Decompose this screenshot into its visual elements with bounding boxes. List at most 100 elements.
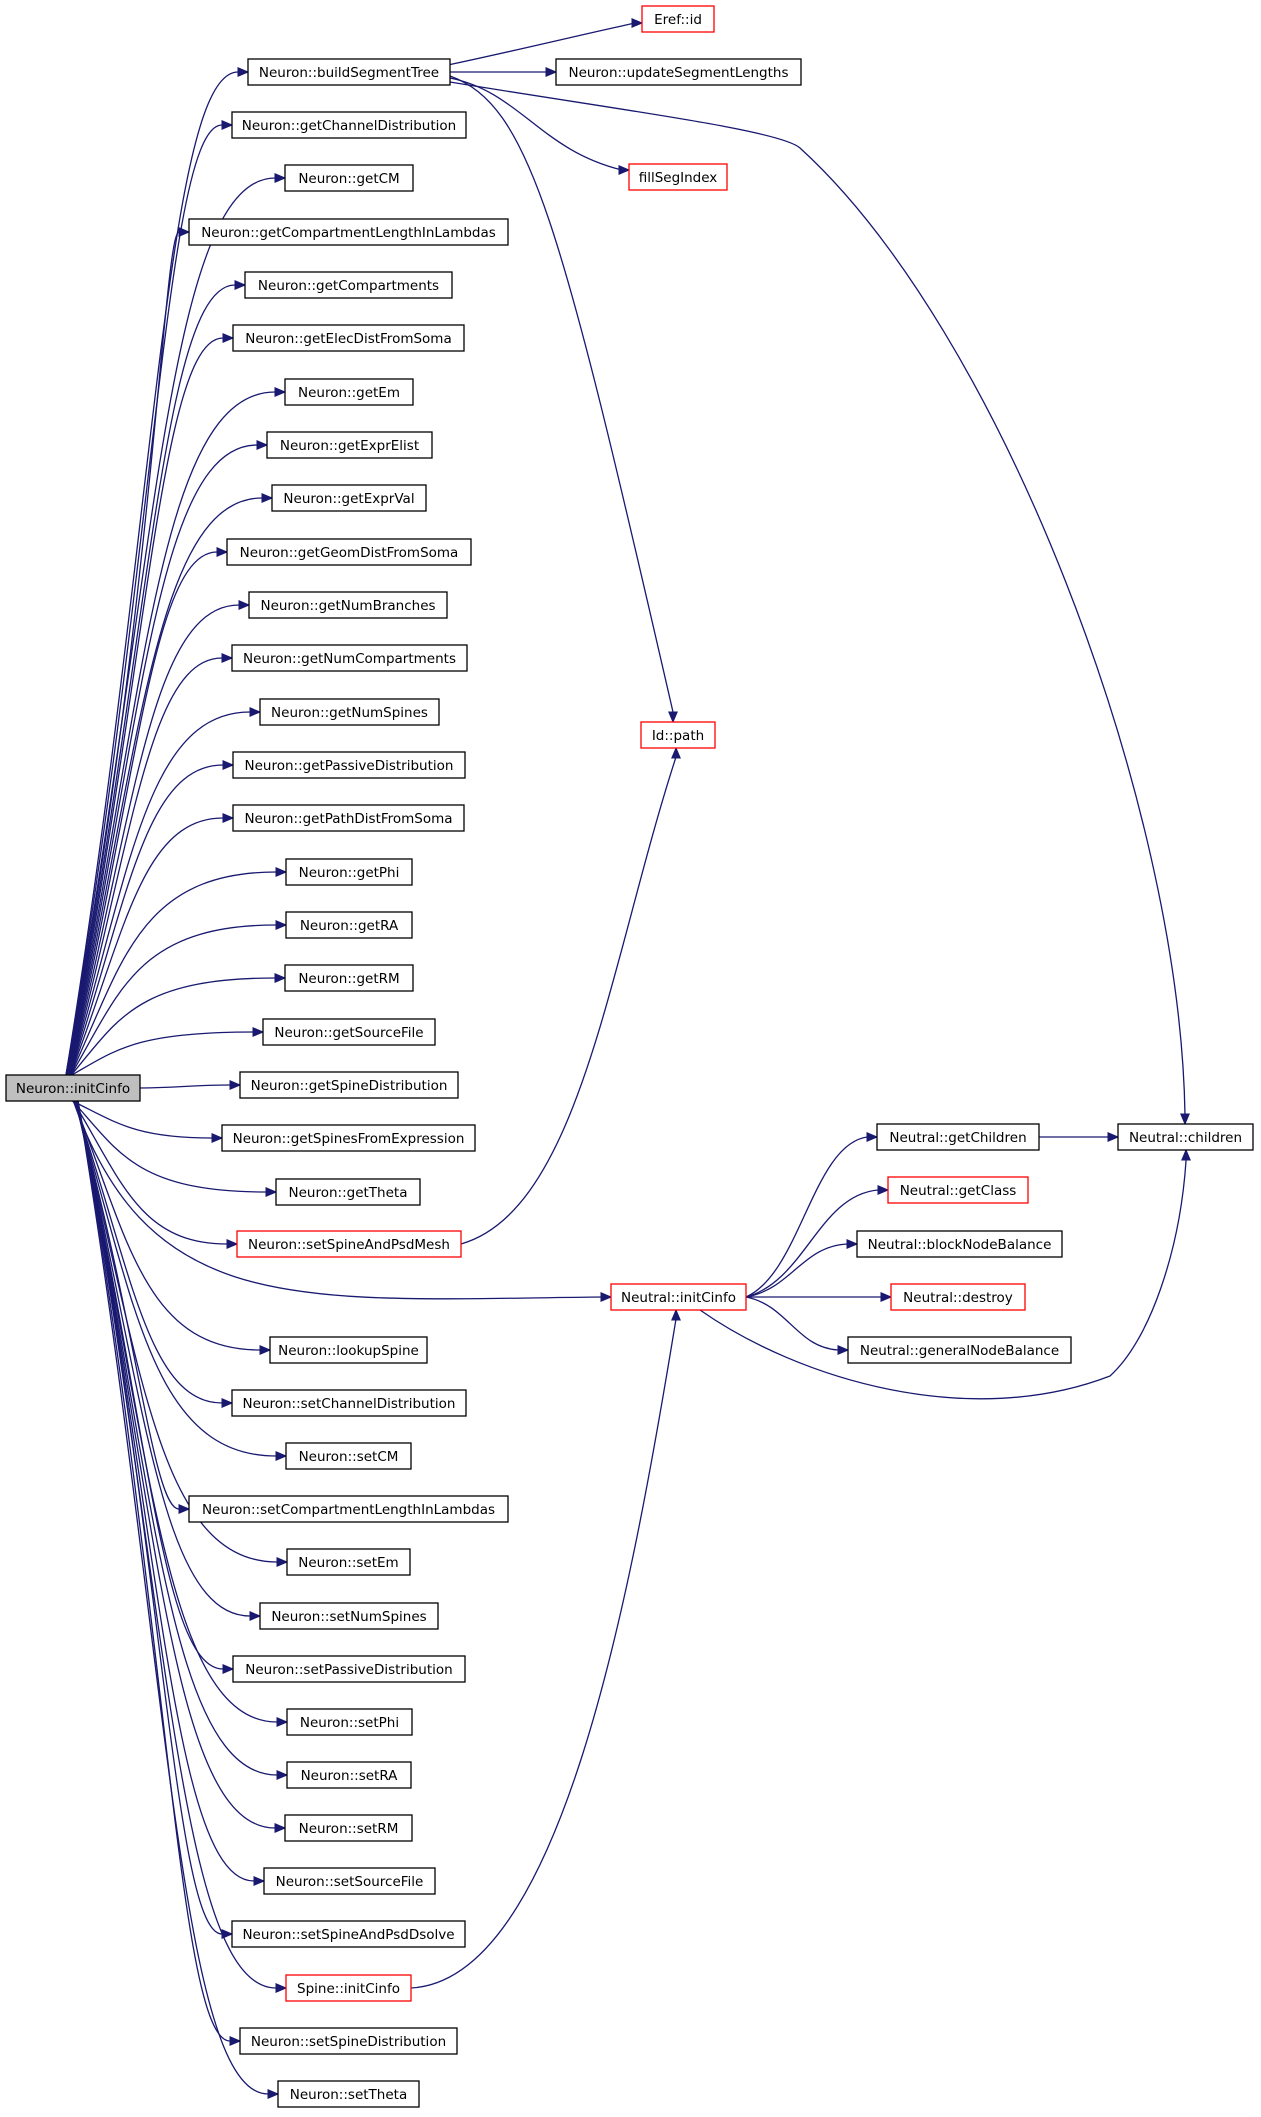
arrowhead	[600, 1292, 613, 1302]
node-setCM[interactable]: Neuron::setCM	[285, 1442, 412, 1470]
edge-initCinfo-to-getSpineDistribution	[139, 1080, 242, 1090]
node-getNumSpines[interactable]: Neuron::getNumSpines	[259, 698, 440, 726]
node-getChildren[interactable]: Neutral::getChildren	[876, 1123, 1040, 1151]
node-getClass[interactable]: Neutral::getClass	[887, 1176, 1029, 1204]
edge-line	[72, 1100, 276, 1193]
node-label: Neuron::initCinfo	[16, 1081, 130, 1097]
arrowhead	[222, 760, 235, 770]
node-fillSegIndex[interactable]: fillSegIndex	[628, 163, 728, 191]
node-setCompartmentLengthInLambdas[interactable]: Neuron::setCompartmentLengthInLambdas	[188, 1495, 509, 1523]
arrowhead	[222, 333, 235, 343]
node-setSpineAndPsdDsolve[interactable]: Neuron::setSpineAndPsdDsolve	[231, 1920, 466, 1948]
edge-line	[745, 1243, 857, 1298]
node-setChannelDistribution[interactable]: Neuron::setChannelDistribution	[231, 1389, 467, 1417]
node-box	[887, 1176, 1029, 1204]
node-getNumBranches[interactable]: Neuron::getNumBranches	[248, 591, 448, 619]
edge-line	[67, 444, 267, 1076]
edge-line	[410, 1310, 677, 1989]
node-label: Neuron::getEm	[298, 385, 400, 401]
arrowhead	[216, 547, 229, 557]
node-box	[266, 431, 433, 459]
arrowhead	[275, 1983, 288, 1993]
edge-line	[65, 231, 189, 1076]
node-getGeomDistFromSoma[interactable]: Neuron::getGeomDistFromSoma	[226, 538, 472, 566]
node-label: Neuron::setRM	[299, 1821, 399, 1837]
arrowhead	[276, 1557, 289, 1567]
node-box	[286, 1708, 413, 1736]
edge-initCinfo-to-neutralInitCinfo	[72, 1099, 613, 1302]
edge-initCinfo-to-spineInitCinfo	[77, 1100, 288, 1993]
node-getCM[interactable]: Neuron::getCM	[284, 164, 414, 192]
arrowhead	[866, 1132, 879, 1142]
node-blockNodeBalance[interactable]: Neutral::blockNodeBalance	[856, 1230, 1063, 1258]
node-setEm[interactable]: Neuron::setEm	[286, 1548, 411, 1576]
nodes-layer: Neuron::initCinfo Neuron::buildSegmentTre…	[5, 5, 1254, 2108]
node-box	[555, 58, 802, 86]
node-setPassiveDistribution[interactable]: Neuron::setPassiveDistribution	[232, 1655, 466, 1683]
node-children[interactable]: Neutral::children	[1117, 1123, 1254, 1151]
node-setSpineDistribution[interactable]: Neuron::setSpineDistribution	[239, 2027, 458, 2055]
node-getRM[interactable]: Neuron::getRM	[284, 964, 414, 992]
node-label: Neuron::getSpineDistribution	[251, 1078, 448, 1094]
node-getSourceFile[interactable]: Neuron::getSourceFile	[262, 1018, 436, 1046]
node-box	[285, 1974, 412, 2002]
edge-initCinfo-to-setNumSpines	[74, 1100, 262, 1621]
node-setNumSpines[interactable]: Neuron::setNumSpines	[259, 1602, 439, 1630]
node-getExprElist[interactable]: Neuron::getExprElist	[266, 431, 433, 459]
node-initCinfo[interactable]: Neuron::initCinfo	[5, 1074, 141, 1102]
node-destroy[interactable]: Neutral::destroy	[890, 1283, 1026, 1311]
arrowhead	[265, 1187, 278, 1197]
node-box	[284, 1814, 413, 1842]
node-updateSegmentLengths[interactable]: Neuron::updateSegmentLengths	[555, 58, 802, 86]
arrowhead	[249, 707, 262, 717]
node-getPathDistFromSoma[interactable]: Neuron::getPathDistFromSoma	[232, 804, 465, 832]
arrowhead	[671, 1308, 681, 1321]
node-getNumCompartments[interactable]: Neuron::getNumCompartments	[231, 644, 468, 672]
node-box	[232, 804, 465, 832]
node-getEm[interactable]: Neuron::getEm	[284, 378, 414, 406]
node-lookupSpine[interactable]: Neuron::lookupSpine	[269, 1336, 428, 1364]
node-setPhi[interactable]: Neuron::setPhi	[286, 1708, 413, 1736]
node-idPath[interactable]: Id::path	[640, 721, 716, 749]
node-getChannelDistribution[interactable]: Neuron::getChannelDistribution	[231, 111, 467, 139]
node-box	[259, 698, 440, 726]
node-getExprVal[interactable]: Neuron::getExprVal	[271, 484, 427, 512]
edge-buildSegmentTree-to-updateSegmentLengths	[450, 67, 558, 77]
node-box	[275, 1178, 421, 1206]
edge-line	[75, 1100, 233, 1670]
node-getRA[interactable]: Neuron::getRA	[285, 911, 413, 939]
node-box	[188, 1495, 509, 1523]
edge-line	[74, 1100, 287, 1563]
node-erefId[interactable]: Eref::id	[641, 5, 715, 33]
edge-line	[449, 77, 629, 171]
node-setRM[interactable]: Neuron::setRM	[284, 1814, 413, 1842]
node-getCompartments[interactable]: Neuron::getCompartments	[244, 271, 453, 299]
node-box	[232, 324, 465, 352]
node-label: Neuron::setChannelDistribution	[243, 1396, 456, 1412]
node-neutralInitCinfo[interactable]: Neutral::initCinfo	[610, 1283, 747, 1311]
node-getPassiveDistribution[interactable]: Neuron::getPassiveDistribution	[232, 751, 466, 779]
node-box	[286, 1548, 411, 1576]
node-spineInitCinfo[interactable]: Spine::initCinfo	[285, 1974, 412, 2002]
node-setRA[interactable]: Neuron::setRA	[286, 1761, 412, 1789]
edge-line	[77, 1100, 286, 1989]
node-getTheta[interactable]: Neuron::getTheta	[275, 1178, 421, 1206]
node-setSourceFile[interactable]: Neuron::setSourceFile	[263, 1867, 436, 1895]
node-getCompartmentLengthInLambdas[interactable]: Neuron::getCompartmentLengthInLambdas	[188, 218, 509, 246]
edges-layer	[65, 18, 1191, 2099]
node-setSpineAndPsdMesh[interactable]: Neuron::setSpineAndPsdMesh	[236, 1230, 462, 1258]
edge-setSpineAndPsdMesh-to-idPath	[460, 746, 681, 1245]
node-label: Neutral::generalNodeBalance	[860, 1343, 1059, 1359]
node-getSpinesFromExpression[interactable]: Neuron::getSpinesFromExpression	[221, 1124, 476, 1152]
node-generalNodeBalance[interactable]: Neutral::generalNodeBalance	[847, 1336, 1072, 1364]
arrowhead	[545, 67, 558, 77]
arrowhead	[229, 1080, 242, 1090]
node-box	[284, 164, 414, 192]
node-getPhi[interactable]: Neuron::getPhi	[285, 858, 413, 886]
edge-initCinfo-to-setRM	[76, 1100, 287, 1833]
edge-initCinfo-to-setPassiveDistribution	[75, 1100, 235, 1674]
node-buildSegmentTree[interactable]: Neuron::buildSegmentTree	[247, 58, 451, 86]
node-setTheta[interactable]: Neuron::setTheta	[277, 2080, 420, 2108]
node-getElecDistFromSoma[interactable]: Neuron::getElecDistFromSoma	[232, 324, 465, 352]
node-getSpineDistribution[interactable]: Neuron::getSpineDistribution	[239, 1071, 459, 1099]
